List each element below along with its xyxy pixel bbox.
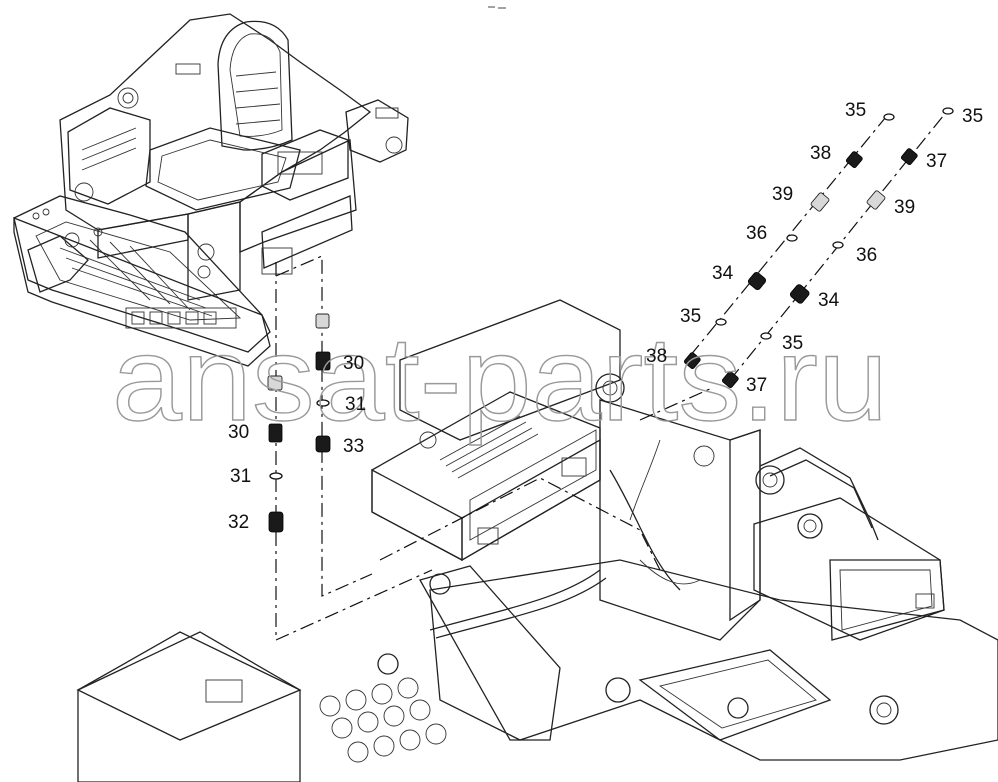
fitting-34-b [789,284,810,304]
callout-32: 32 [228,512,249,533]
callout-35-mid-left: 35 [680,306,701,327]
callout-36-left: 36 [746,223,767,244]
callout-38-top: 38 [810,143,831,164]
fitting-33 [315,435,331,453]
part-group-left [267,375,284,533]
fitting-30-upper-left [267,375,283,391]
fitting-39-b [866,190,886,210]
small-mark [488,6,506,9]
operator-platform [13,13,409,367]
callout-35-top-left: 35 [845,100,866,121]
watermark-text: ansat-parts.ru [112,312,888,446]
part-group-chain-a [683,113,895,370]
callout-35-mid-right: 35 [782,333,803,354]
fitting-top [315,313,330,329]
oring-35-c [942,107,954,115]
oring-36-b [832,241,844,249]
callout-labels: 30 31 33 30 31 32 35 35 38 37 39 39 36 3… [228,100,983,533]
callout-39-left: 39 [772,184,793,205]
fitting-30-right [315,351,331,371]
callout-31-left: 31 [230,466,251,487]
fitting-30-left [268,423,283,443]
callout-30-right: 30 [343,353,364,374]
callout-34-left: 34 [712,263,734,284]
oring-36-a [786,234,798,242]
part-group-middle [315,313,331,453]
callout-30-left: 30 [228,422,249,443]
callout-33: 33 [343,436,364,457]
callout-35-top-right: 35 [962,106,983,127]
fitting-37-b [721,371,739,389]
oring-35-a [883,113,895,121]
fitting-38-b [683,352,701,370]
oring-35-d [760,332,772,340]
fitting-32 [268,511,284,533]
part-group-chain-b [721,107,954,389]
callout-38-bottom: 38 [646,346,667,367]
oring-31-right [316,399,330,407]
fitting-39-a [810,192,830,212]
oring-35-b [715,318,727,326]
callout-36-right: 36 [856,245,877,266]
fitting-37-a [900,148,918,166]
machine-frame [76,299,998,782]
callout-39-right: 39 [894,197,915,218]
callout-31-right: 31 [345,394,366,415]
callout-37-top: 37 [926,151,947,172]
fitting-38-a [845,151,863,169]
fitting-34-a [747,271,767,291]
callout-34-right: 34 [818,290,840,311]
oring-31-left [269,472,283,480]
callout-37-bottom: 37 [746,375,767,396]
